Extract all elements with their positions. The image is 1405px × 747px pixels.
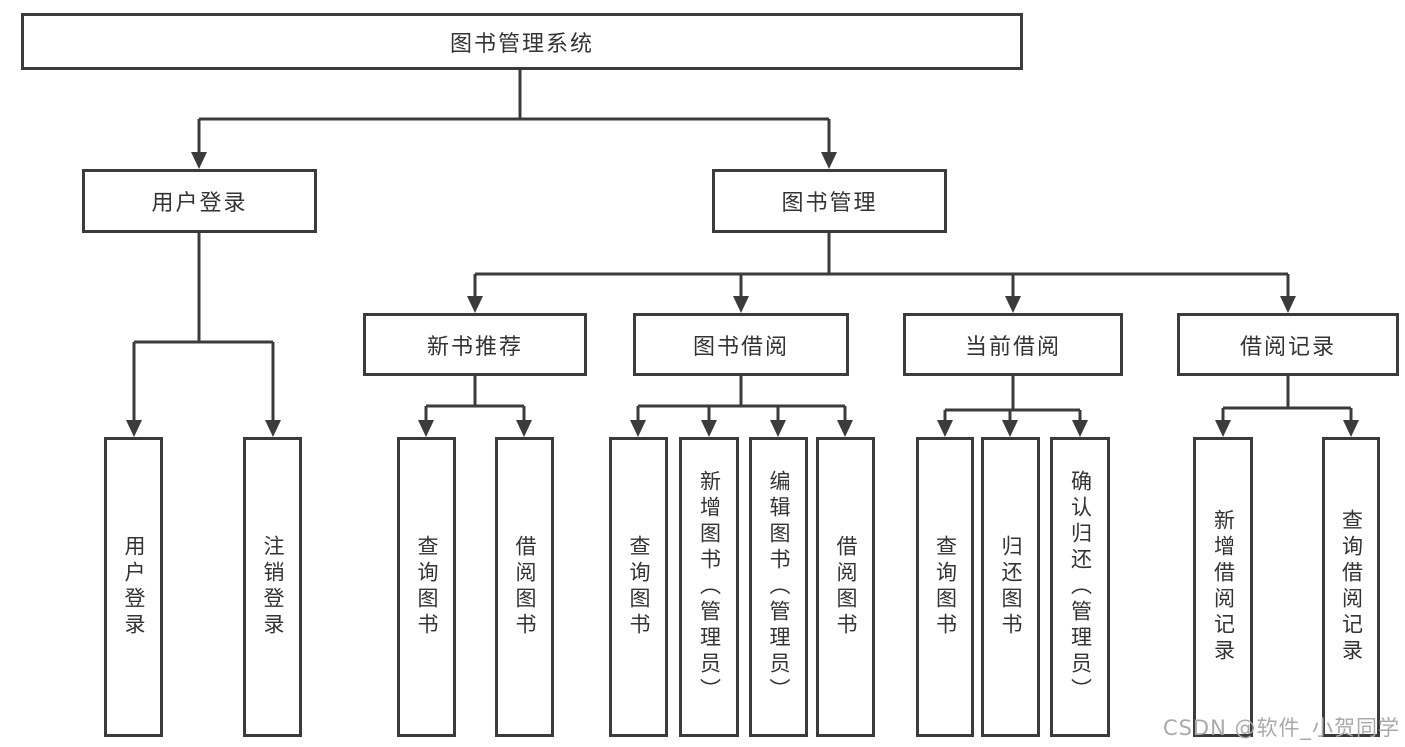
node-new-book-recommend: 新书推荐 [363, 313, 587, 376]
arrow-down-icon [1005, 296, 1021, 313]
leaf-label: 查询图书 [933, 535, 958, 639]
leaf-label: 借阅图书 [513, 535, 537, 639]
leaf-query-books: 查询图书 [916, 437, 974, 737]
leaf-confirm-return-admin: 确认归还（管理员） [1050, 437, 1110, 737]
arrow-down-icon [126, 420, 142, 437]
node-book-management: 图书管理 [712, 169, 947, 233]
watermark: CSDN @软件_小贺同学 [1162, 716, 1400, 740]
leaf-label: 新增借阅记录 [1211, 509, 1236, 665]
arrow-down-icon [1002, 420, 1018, 437]
leaf-label: 编辑图书（管理员） [767, 470, 791, 704]
leaf-label: 查询图书 [415, 535, 439, 639]
node-current-borrowing: 当前借阅 [903, 313, 1123, 376]
connector-newbooks-to-leaves [424, 376, 526, 424]
arrow-down-icon [1215, 420, 1231, 437]
arrow-down-icon [265, 420, 281, 437]
leaf-label: 新增图书（管理员） [697, 470, 722, 704]
node-library-management-system: 图书管理系统 [21, 13, 1023, 70]
leaf-label: 确认归还（管理员） [1068, 470, 1093, 704]
node-label: 图书借阅 [692, 334, 789, 360]
leaf-label: 用户登录 [122, 535, 146, 639]
node-borrowing-records: 借阅记录 [1177, 313, 1399, 376]
leaf-add-borrow-record: 新增借阅记录 [1193, 437, 1253, 737]
connector-bookborrow-to-leaves [636, 376, 847, 424]
leaf-query-borrow-record: 查询借阅记录 [1322, 437, 1380, 737]
leaf-label: 查询图书 [627, 535, 651, 639]
leaf-user-login: 用户登录 [104, 437, 163, 737]
arrow-down-icon [418, 420, 434, 437]
node-label: 图书管理 [781, 191, 878, 216]
arrow-down-icon [701, 420, 717, 437]
leaf-query-books: 查询图书 [609, 437, 668, 737]
node-label: 借阅记录 [1239, 334, 1336, 360]
leaf-query-books: 查询图书 [397, 437, 456, 737]
node-label: 图书管理系统 [449, 31, 594, 57]
arrow-down-icon [467, 296, 483, 313]
arrowheads [126, 152, 1359, 437]
leaf-logout: 注销登录 [243, 437, 302, 737]
arrow-down-icon [1343, 420, 1359, 437]
connector-currentborrow-to-leaves [943, 376, 1082, 424]
arrow-down-icon [937, 420, 953, 437]
connector-root-to-level2 [197, 70, 831, 156]
connector-records-to-leaves [1221, 376, 1353, 424]
arrow-down-icon [1072, 420, 1088, 437]
arrow-down-icon [821, 152, 837, 169]
leaf-borrow-books: 借阅图书 [495, 437, 554, 737]
node-label: 用户登录 [151, 191, 248, 216]
leaf-label: 注销登录 [261, 535, 285, 639]
arrow-down-icon [837, 420, 853, 437]
node-label: 新书推荐 [426, 334, 523, 360]
arrow-down-icon [770, 420, 786, 437]
arrow-down-icon [630, 420, 646, 437]
arrow-down-icon [1280, 296, 1296, 313]
connector-userlogin-to-leaves [132, 233, 275, 424]
arrow-down-icon [733, 296, 749, 313]
arrow-down-icon [191, 152, 207, 169]
leaf-borrow-books: 借阅图书 [816, 437, 875, 737]
leaf-return-books: 归还图书 [981, 437, 1040, 737]
leaf-label: 借阅图书 [834, 535, 858, 639]
leaf-add-book-admin: 新增图书（管理员） [679, 437, 739, 737]
connector-bookmgmt-to-level3 [473, 233, 1290, 300]
node-book-borrowing: 图书借阅 [633, 313, 849, 376]
leaf-edit-book-admin: 编辑图书（管理员） [749, 437, 808, 737]
leaf-label: 归还图书 [999, 535, 1023, 639]
node-label: 当前借阅 [964, 334, 1061, 360]
node-user-login: 用户登录 [82, 169, 317, 233]
arrow-down-icon [516, 420, 532, 437]
leaf-label: 查询借阅记录 [1339, 509, 1364, 665]
